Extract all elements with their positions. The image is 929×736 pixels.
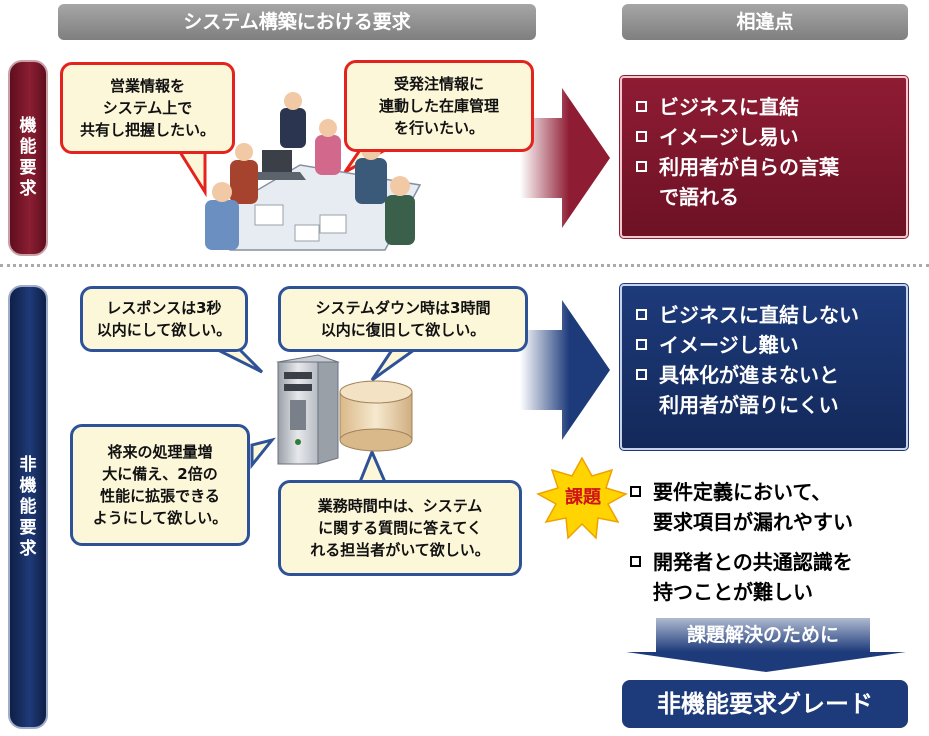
nonfunctional-arrow [520, 300, 610, 440]
nonfunctional-requirements-label: 非 機 能 要 求 [8, 285, 48, 729]
bubble-response-time: レスポンスは3秒 以内にして欲しい。 [80, 286, 248, 352]
list-item: 利用者が自らの言葉で語れる [634, 152, 894, 212]
checkbox-icon [636, 161, 647, 172]
list-item: ビジネスに直結しない [634, 300, 894, 330]
burst-icon [536, 456, 628, 540]
header-requirements: システム構築における要求 [58, 4, 536, 40]
checkbox-icon [630, 556, 641, 567]
bubble-recovery-time: システムダウン時は3時間 以内に復旧して欲しい。 [278, 286, 528, 352]
checkbox-icon [636, 339, 647, 350]
checkbox-icon [636, 101, 647, 112]
bubble-inventory: 受発注情報に 連動した在庫管理 を行いたい。 [344, 60, 534, 152]
header-differences: 相違点 [622, 4, 908, 40]
solution-arrow-label: 課題解決のために [686, 624, 839, 646]
list-item: イメージし易い [634, 122, 894, 152]
issues-list: 要件定義において、要求項目が漏れやすい 開発者との共通認識を持つことが難しい [628, 477, 928, 607]
checkbox-icon [630, 486, 641, 497]
functional-arrow [520, 88, 610, 228]
functional-differences-panel: ビジネスに直結 イメージし易い 利用者が自らの言葉で語れる [619, 75, 909, 239]
nonfunctional-grade-box: 非機能要求グレード [622, 680, 908, 728]
list-item: ビジネスに直結 [634, 92, 894, 122]
issue-badge: 課題 [565, 487, 601, 508]
bubble-tail [370, 348, 419, 382]
bubble-tail [250, 437, 276, 470]
nonfunctional-differences-panel: ビジネスに直結しない イメージし難い 具体化が進まないと利用者が語りにくい [619, 283, 909, 451]
bubble-tail [177, 150, 207, 198]
solution-down-arrow [626, 618, 906, 672]
meeting-illustration [205, 92, 422, 251]
section-divider [0, 264, 929, 267]
bubble-sales-info: 営業情報を システム上で 共有し把握したい。 [60, 62, 235, 154]
bubble-tail [357, 448, 388, 484]
list-item: 要件定義において、要求項目が漏れやすい [628, 477, 928, 537]
bubble-support-staff: 業務時間中は、システム に関する質問に答えてく れる担当者がいて欲しい。 [278, 480, 522, 576]
checkbox-icon [636, 369, 647, 380]
list-item: 具体化が進まないと利用者が語りにくい [634, 360, 894, 420]
server-icon [276, 354, 340, 465]
list-item: 開発者との共通認識を持つことが難しい [628, 547, 928, 607]
functional-requirements-label: 機 能 要 求 [8, 60, 48, 256]
database-icon [339, 380, 413, 452]
bubble-tail [217, 348, 264, 374]
checkbox-icon [636, 309, 647, 320]
checkbox-icon [636, 131, 647, 142]
bubble-scalability: 将来の処理量増 大に備え、2倍の 性能に拡張できる ようにして欲しい。 [70, 424, 250, 546]
list-item: イメージし難い [634, 330, 894, 360]
